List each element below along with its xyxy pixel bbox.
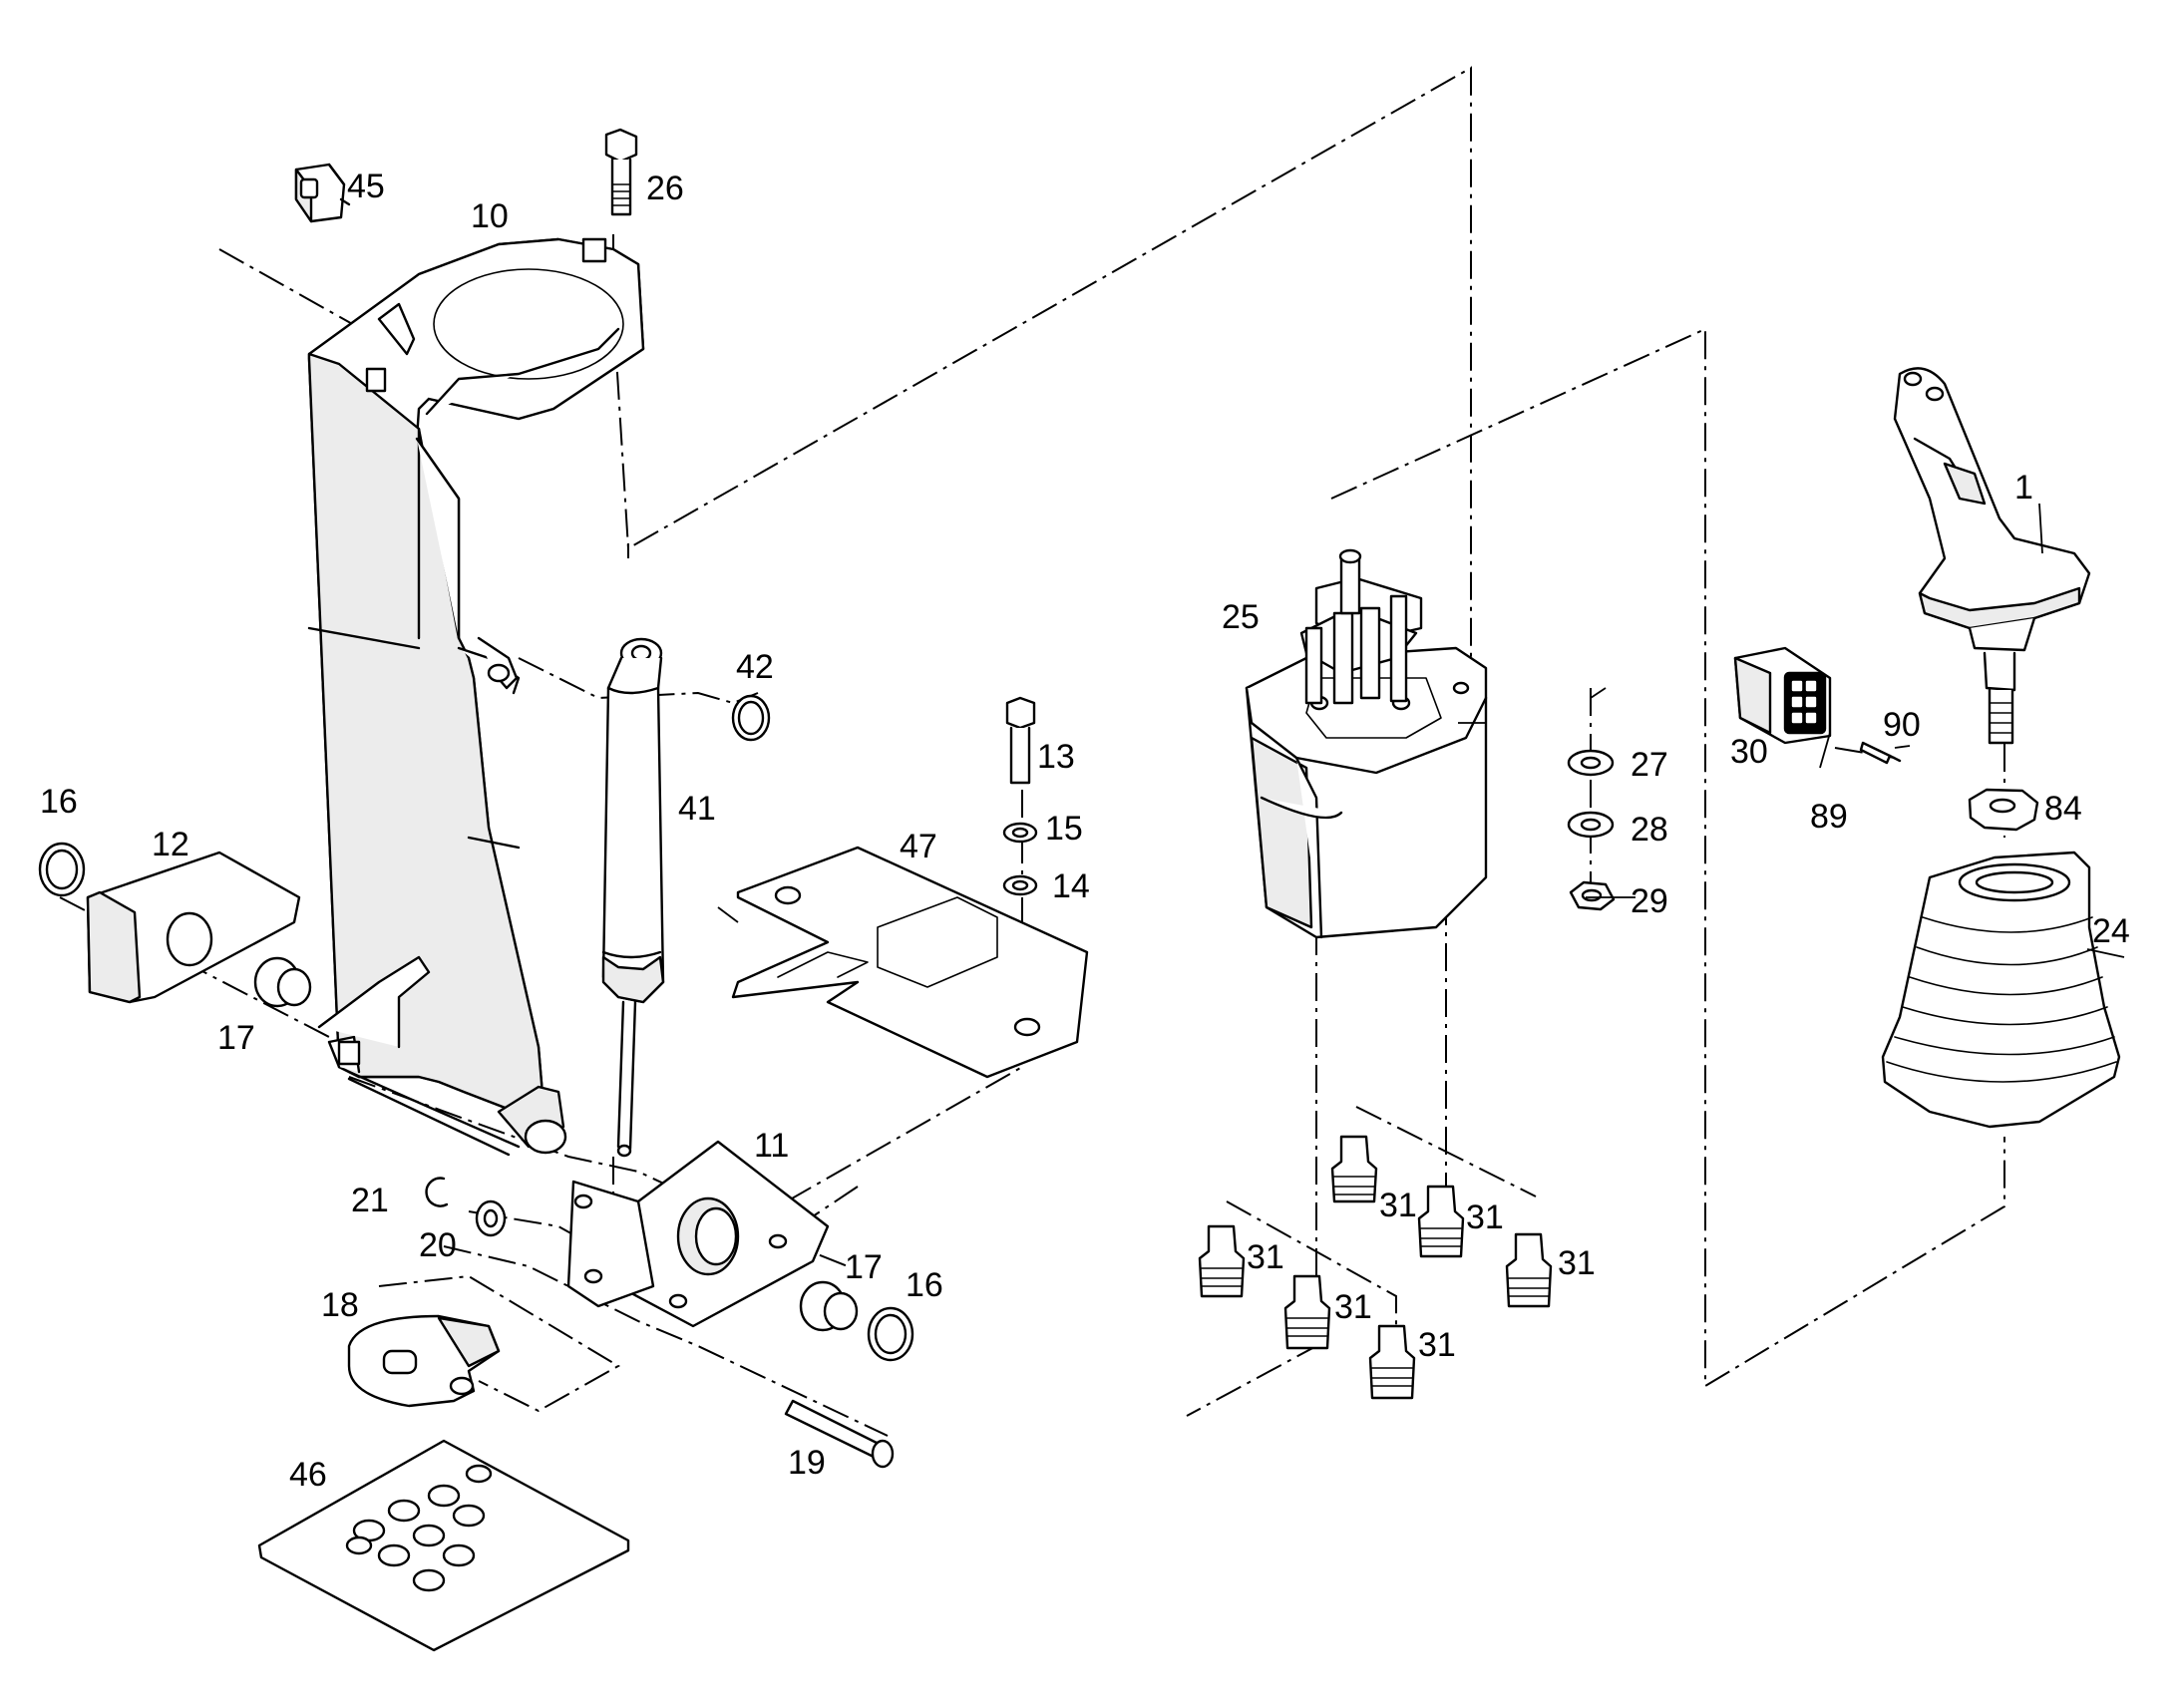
washer-27 xyxy=(1567,749,1615,777)
pin-19 xyxy=(784,1399,895,1469)
callout-28: 28 xyxy=(1631,811,1668,849)
callout-31-e: 31 xyxy=(1334,1288,1372,1326)
callout-1: 1 xyxy=(2014,469,2033,507)
callout-89: 89 xyxy=(1810,798,1848,836)
callout-16-right: 16 xyxy=(906,1266,943,1304)
screw-13 xyxy=(1005,696,1036,785)
clip-nut-45 xyxy=(294,163,351,223)
fitting-31-c xyxy=(1505,1232,1553,1308)
callout-31-f: 31 xyxy=(1418,1326,1456,1364)
fitting-31-a xyxy=(1330,1135,1378,1203)
callout-41: 41 xyxy=(678,790,716,828)
callout-31-d: 31 xyxy=(1247,1238,1284,1276)
callout-25: 25 xyxy=(1222,598,1260,636)
mounting-plate-47 xyxy=(731,846,1089,1079)
gas-spring-41 xyxy=(601,637,665,1158)
callout-10: 10 xyxy=(471,197,509,235)
callout-31-b: 31 xyxy=(1466,1198,1504,1236)
fitting-31-e xyxy=(1283,1274,1331,1350)
bushing-17-right xyxy=(799,1280,859,1332)
callout-labels: 1 10 11 12 13 14 15 16 16 17 17 18 19 20… xyxy=(40,168,2130,1494)
rubber-boot-24 xyxy=(1881,851,2121,1129)
callout-30: 30 xyxy=(1730,733,1768,771)
callout-18: 18 xyxy=(321,1286,359,1324)
callout-14: 14 xyxy=(1052,867,1090,905)
callout-31-a: 31 xyxy=(1379,1187,1417,1224)
snap-ring-21 xyxy=(425,1177,449,1207)
lever-18 xyxy=(347,1314,501,1408)
leader-lines xyxy=(717,503,2125,958)
callout-16-left: 16 xyxy=(40,783,78,821)
pivot-bracket-11 xyxy=(566,1140,830,1328)
fitting-31-d xyxy=(1198,1224,1246,1298)
pin-90 xyxy=(1859,741,1902,765)
connector-30 xyxy=(1733,646,1832,745)
bushing-17-left xyxy=(253,956,312,1008)
washer-20 xyxy=(475,1199,507,1237)
circlip-16-right xyxy=(867,1306,914,1362)
nut-29 xyxy=(1569,880,1616,911)
washer-14 xyxy=(1002,874,1038,896)
callout-42: 42 xyxy=(736,648,774,686)
console-column-10 xyxy=(307,237,645,1157)
joystick-handle-1 xyxy=(1893,367,2091,745)
circlip-16-left xyxy=(38,842,86,897)
callout-45: 45 xyxy=(347,168,385,205)
pilot-valve-25 xyxy=(1245,548,1488,939)
fitting-31-b xyxy=(1417,1185,1465,1258)
callout-13: 13 xyxy=(1037,738,1075,776)
callout-17-right: 17 xyxy=(845,1248,883,1286)
callout-12: 12 xyxy=(152,826,189,863)
callout-24: 24 xyxy=(2092,912,2130,950)
washer-15 xyxy=(1002,822,1038,844)
callout-11: 11 xyxy=(754,1127,789,1165)
nut-84 xyxy=(1968,788,2039,832)
callout-21: 21 xyxy=(351,1182,389,1219)
bracket-12 xyxy=(86,851,301,1004)
callout-47: 47 xyxy=(900,828,937,865)
callout-17-left: 17 xyxy=(217,1019,255,1057)
fitting-31-f xyxy=(1368,1324,1416,1400)
callout-31-c: 31 xyxy=(1558,1244,1596,1282)
bolt-26 xyxy=(604,128,638,216)
callout-90: 90 xyxy=(1883,706,1921,744)
circlip-42 xyxy=(731,694,771,742)
washer-28 xyxy=(1567,811,1615,839)
callout-15: 15 xyxy=(1045,810,1083,848)
callout-19: 19 xyxy=(788,1444,826,1482)
callout-26: 26 xyxy=(646,170,684,207)
mat-46 xyxy=(257,1439,630,1652)
callout-27: 27 xyxy=(1631,746,1668,784)
callout-29: 29 xyxy=(1631,882,1668,920)
callout-20: 20 xyxy=(419,1226,457,1264)
callout-84: 84 xyxy=(2044,790,2082,828)
callout-46: 46 xyxy=(289,1456,327,1494)
